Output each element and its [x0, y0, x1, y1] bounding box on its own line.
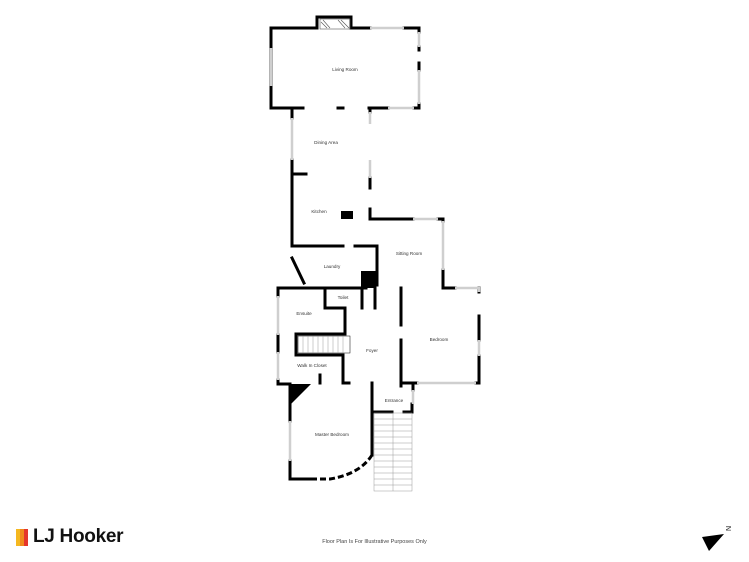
walls	[269, 15, 481, 481]
room-label-walk-in-closet: Walk In Closet	[297, 363, 327, 368]
brand-logo: LJ Hooker	[16, 526, 124, 548]
room-label-foyer: Foyer	[366, 348, 378, 353]
room-label-dining-area: Dining Area	[314, 140, 338, 145]
windows	[269, 26, 481, 461]
room-label-sitting-room: Sitting Room	[396, 251, 422, 256]
logo-bar-red	[24, 528, 28, 546]
entrance-stairs	[373, 412, 413, 492]
kitchen-island	[341, 211, 353, 219]
room-label-master-bedroom: Master Bedroom	[315, 432, 349, 437]
room-label-toilet: Toilet	[338, 295, 349, 300]
fireplace	[319, 18, 351, 30]
internal-stairs	[297, 335, 351, 354]
room-label-laundry: Laundry	[324, 264, 341, 269]
logo-bar-yellow	[16, 528, 20, 546]
disclaimer-text: Floor Plan Is For Illustrative Purposes …	[322, 539, 427, 545]
master-corner-block	[290, 384, 311, 405]
north-compass-icon: N	[702, 526, 733, 551]
room-label-living-room: Living Room	[332, 67, 358, 72]
room-label-ensuite: Ensuite	[296, 311, 312, 316]
room-label-kitchen: Kitchen	[311, 209, 327, 214]
room-label-entrance: Entrance	[385, 398, 404, 403]
room-label-bedroom: Bedroom	[430, 337, 449, 342]
bay-window	[311, 454, 374, 481]
logo-bar-orange	[20, 528, 24, 546]
compass-label: N	[726, 526, 733, 531]
brand-logo-mark	[16, 528, 28, 546]
column-block	[361, 271, 376, 288]
brand-name: LJ Hooker	[33, 526, 124, 547]
